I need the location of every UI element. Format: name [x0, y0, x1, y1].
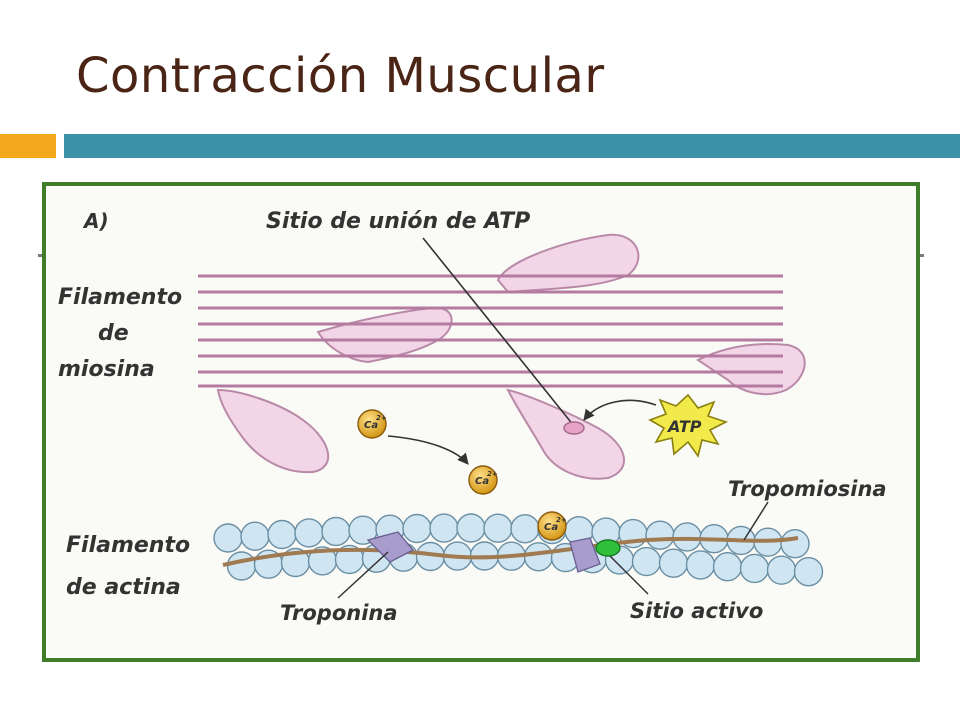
panel-label: A)	[82, 209, 109, 233]
accent-bar-teal	[64, 134, 960, 158]
actin-monomer	[456, 513, 486, 543]
atp-molecule: ATP	[648, 393, 729, 458]
tropomyosin-strand	[222, 536, 799, 567]
calcium-ion-1: Ca 2+	[357, 409, 387, 439]
myosin-head-lower-mid	[506, 388, 625, 480]
actin-monomer	[213, 523, 243, 553]
svg-text:Ca: Ca	[475, 476, 489, 487]
calcium-ion-bound: Ca 2+	[537, 511, 567, 541]
actin-monomer	[240, 521, 270, 551]
atp-arrow	[583, 399, 657, 421]
actin-monomer	[631, 546, 662, 577]
tropomyosin-label: Tropomiosina	[728, 477, 887, 501]
actin-label-line2: de actina	[66, 575, 181, 600]
troponin-pointer	[337, 551, 389, 599]
actin-label-line1: Filamento	[66, 533, 190, 558]
atp-site-pointer	[422, 237, 575, 427]
actin-monomer	[321, 516, 351, 547]
accent-bar-orange	[0, 134, 56, 158]
troponin-complex-1	[366, 531, 415, 563]
calcium-ion-2: Ca 2+	[468, 465, 498, 495]
troponin-label: Troponina	[280, 601, 398, 625]
slide-title: Contracción Muscular	[76, 48, 605, 104]
atp-binding-site-label: Sitio de unión de ATP	[266, 209, 530, 234]
svg-text:Ca: Ca	[364, 420, 378, 431]
actin-monomer	[226, 551, 257, 581]
actin-monomer	[685, 550, 716, 580]
actin-monomer	[510, 514, 540, 544]
svg-text:Ca: Ca	[544, 522, 558, 533]
actin-monomer	[645, 520, 675, 550]
myosin-filament	[198, 274, 783, 388]
actin-monomer	[523, 542, 554, 572]
actin-monomer	[294, 518, 324, 548]
myosin-head-mid	[316, 306, 453, 364]
actin-monomer	[739, 553, 770, 584]
actin-monomer	[712, 552, 743, 582]
actin-monomer	[483, 513, 513, 543]
active-site-label: Sitio activo	[630, 599, 763, 623]
atp-label: ATP	[666, 417, 702, 436]
myosin-head-top	[496, 233, 640, 294]
myosin-label-line3: miosina	[58, 357, 155, 382]
active-site-pointer	[609, 555, 649, 595]
svg-text:2+: 2+	[487, 470, 498, 478]
calcium-arrow	[387, 435, 469, 465]
actin-monomer	[658, 548, 689, 578]
myosin-label-line1: Filamento	[58, 285, 182, 310]
actin-monomer	[429, 513, 459, 543]
svg-text:2+: 2+	[556, 516, 567, 524]
actin-monomer	[780, 529, 810, 559]
actin-monomer	[267, 519, 297, 550]
atp-binding-site-marker	[563, 421, 585, 435]
myosin-head-lower-left	[216, 388, 330, 474]
muscle-contraction-figure: A) Sitio de unión de ATP Filamento de m	[38, 180, 924, 664]
actin-monomer	[766, 555, 797, 585]
actin-monomer	[672, 522, 702, 552]
tropomyosin-pointer	[743, 501, 769, 541]
actin-monomer	[793, 557, 824, 587]
actin-monomer	[402, 513, 432, 544]
svg-text:2+: 2+	[376, 414, 387, 422]
myosin-label-line2: de	[98, 321, 129, 346]
troponin-complex-2	[569, 537, 601, 573]
active-site-marker	[595, 539, 621, 557]
